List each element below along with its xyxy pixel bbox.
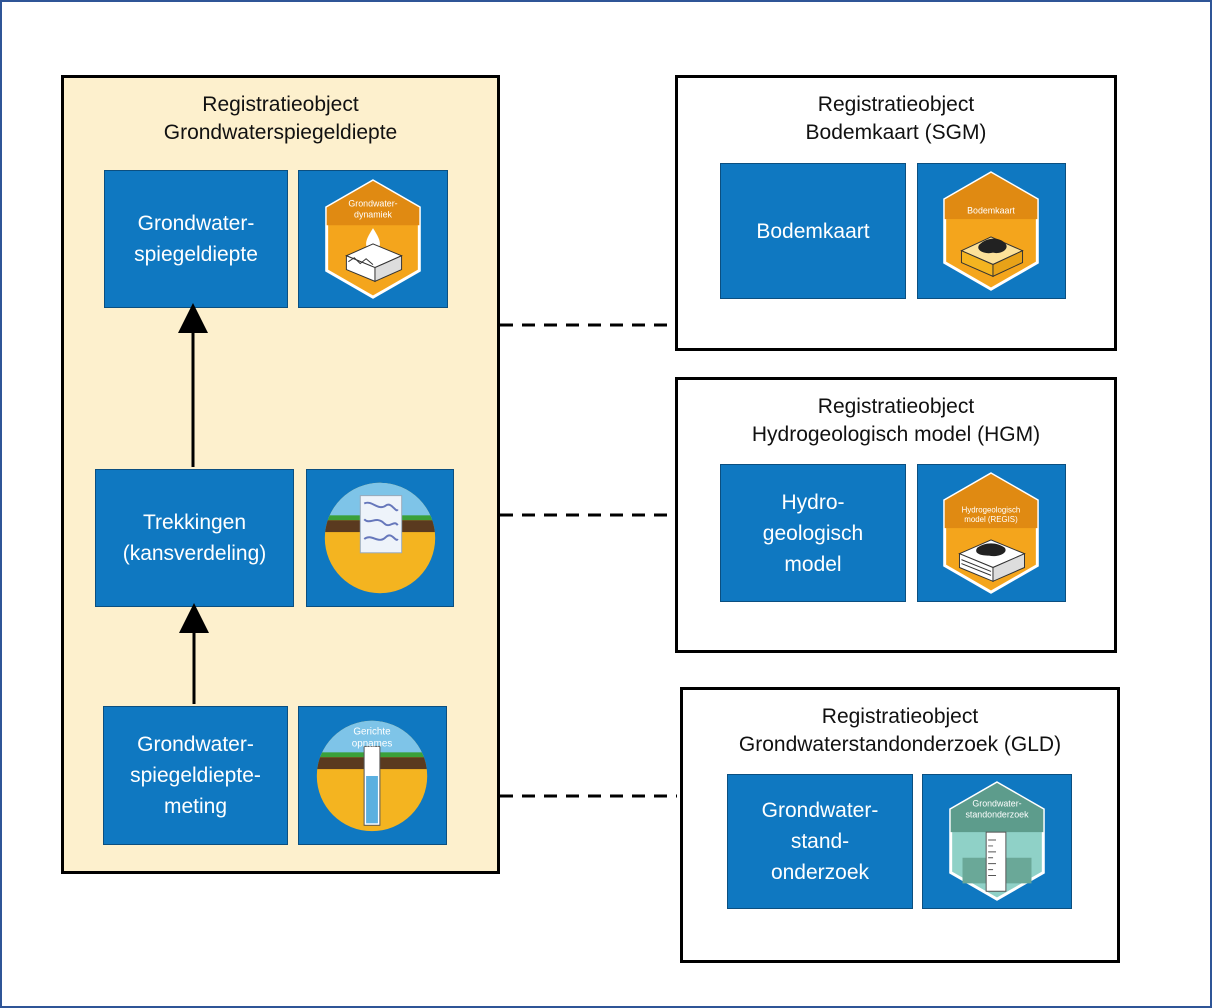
grondwater-dynamiek-icon: Grondwater- dynamiek — [298, 170, 448, 308]
icon-caption: Grondwater- — [972, 799, 1021, 809]
box-label-line: onderzoek — [770, 861, 870, 884]
gerichte-opnames-icon: Gerichte opnames — [298, 706, 447, 845]
group-title-line2: Grondwaterspiegeldiepte — [163, 121, 398, 144]
box-label-line: Grondwater- — [137, 212, 255, 235]
grondwaterstandonderzoek-icon: Grondwater- standonderzoek — [922, 774, 1072, 909]
bodemkaart-icon: Bodemkaart — [917, 163, 1066, 299]
box-label-line: Hydro- — [781, 490, 845, 514]
group-title-line2: Bodemkaart (SGM) — [805, 121, 987, 144]
icon-caption: Hydrogeologisch — [962, 505, 1021, 514]
box-label-line: spiegeldiepte — [134, 243, 258, 266]
box-label-line: model — [784, 552, 842, 576]
icon-caption: dynamiek — [354, 209, 392, 219]
box-label-line: Trekkingen — [142, 511, 247, 534]
box-grondwaterspiegeldiepte: Grondwater- spiegeldiepte — [104, 170, 288, 308]
group-title-line1: Registratieobject — [817, 93, 975, 116]
box-label-line: (kansverdeling) — [122, 542, 267, 565]
group-title-line1: Registratieobject — [817, 395, 975, 418]
icon-caption: standonderzoek — [965, 809, 1029, 819]
group-title: Registratieobject Bodemkaart (SGM) — [678, 91, 1114, 147]
icon-caption: opnames — [352, 738, 393, 749]
box-label-line: geologisch — [762, 521, 864, 545]
box-bodemkaart: Bodemkaart — [720, 163, 906, 299]
box-label-line: Grondwater- — [137, 733, 254, 756]
group-title-line1: Registratieobject — [821, 705, 979, 728]
trekkingen-circle-icon — [306, 469, 454, 607]
box-trekkingen: Trekkingen (kansverdeling) — [95, 469, 294, 607]
icon-caption: Grondwater- — [348, 198, 397, 208]
icon-caption: Gerichte — [353, 727, 391, 738]
icon-caption: model (REGIS) — [964, 515, 1018, 524]
box-hydrogeologisch-model: Hydro- geologisch model — [720, 464, 906, 602]
box-label-line: stand- — [790, 830, 850, 853]
hydrogeologisch-model-icon: Hydrogeologisch model (REGIS) — [917, 464, 1066, 602]
group-title-line2: Hydrogeologisch model (HGM) — [751, 423, 1041, 446]
group-title-line1: Registratieobject — [202, 93, 359, 116]
box-grondwaterspiegeldieptemeting: Grondwater- spiegeldiepte- meting — [103, 706, 288, 845]
box-grondwaterstandonderzoek: Grondwater- stand- onderzoek — [727, 774, 913, 909]
box-label-line: spiegeldiepte- — [130, 764, 261, 787]
icon-caption: Bodemkaart — [967, 205, 1015, 215]
group-title: Registratieobject Grondwaterstandonderzo… — [683, 703, 1117, 759]
box-label-line: Bodemkaart — [756, 219, 870, 243]
box-label-line: Grondwater- — [761, 799, 879, 822]
group-title: Registratieobject Grondwaterspiegeldiept… — [64, 91, 497, 147]
box-label-line: meting — [163, 795, 227, 818]
group-title: Registratieobject Hydrogeologisch model … — [678, 393, 1114, 449]
group-title-line2: Grondwaterstandonderzoek (GLD) — [738, 733, 1062, 756]
